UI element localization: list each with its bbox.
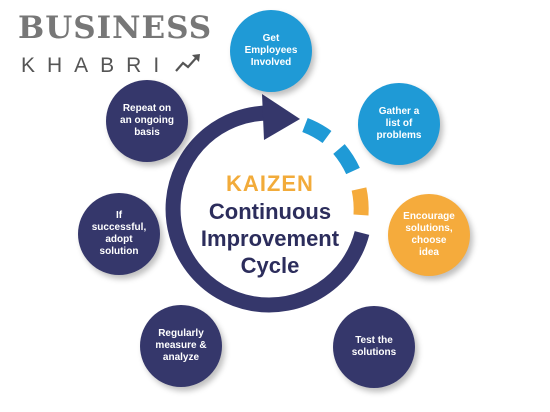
step-label-line: adopt — [105, 234, 133, 245]
kaizen-title: KAIZEN — [226, 171, 314, 196]
step-repeat-ongoing: Repeat on an ongoing basis — [106, 80, 188, 162]
logo-business-text: BUSINESS — [18, 10, 213, 46]
dash-orange — [351, 187, 369, 216]
step-get-employees-involved: Get Employees Involved — [230, 10, 312, 92]
step-label-line: idea — [418, 247, 439, 258]
step-label-line: solution — [99, 246, 139, 257]
trend-arrow-icon — [175, 54, 200, 72]
brand-logo: BUSINESS KHABRI — [18, 10, 211, 80]
step-label-line: solutions, — [405, 223, 453, 234]
step-label-line: Employees — [244, 45, 298, 56]
step-label-line: Regularly — [158, 328, 204, 339]
center-title: KAIZEN Continuous Improvement Cycle — [190, 170, 350, 279]
step-label-line: Involved — [250, 57, 292, 68]
step-gather-problems: Gather a list of problems — [358, 83, 440, 165]
step-adopt-solution: If successful, adopt solution — [78, 193, 160, 275]
dash-blue-2 — [333, 144, 360, 175]
step-label-line: Test the — [355, 335, 393, 346]
step-label-line: choose — [411, 235, 447, 246]
step-label-line: list of — [385, 118, 413, 129]
step-label-line: successful, — [91, 222, 147, 233]
step-label-line: measure & — [155, 340, 207, 351]
step-label-line: analyze — [162, 352, 200, 363]
step-label-line: basis — [134, 127, 160, 138]
step-encourage-solutions: Encourage solutions, choose idea — [388, 194, 470, 276]
step-test-solutions: Test the solutions — [333, 306, 415, 388]
step-label-line: Encourage — [403, 211, 455, 222]
step-measure-analyze: Regularly measure & analyze — [140, 305, 222, 387]
subtitle-line-1: Continuous — [208, 199, 332, 224]
logo-khabri-text: KHABRI — [21, 54, 172, 77]
step-label-line: Repeat on — [122, 103, 172, 114]
cycle-arc — [165, 105, 370, 313]
step-label-line: an ongoing — [120, 115, 174, 126]
step-label-line: Gather a — [378, 106, 420, 117]
dash-blue-1 — [302, 118, 332, 144]
subtitle-line-2: Improvement — [200, 226, 340, 251]
step-label-line: Get — [262, 33, 280, 44]
subtitle-line-3: Cycle — [240, 253, 300, 278]
step-label-line: If — [115, 210, 123, 221]
step-label-line: problems — [376, 130, 422, 141]
cycle-arrow-head — [262, 94, 300, 140]
step-label-line: solutions — [351, 347, 397, 358]
